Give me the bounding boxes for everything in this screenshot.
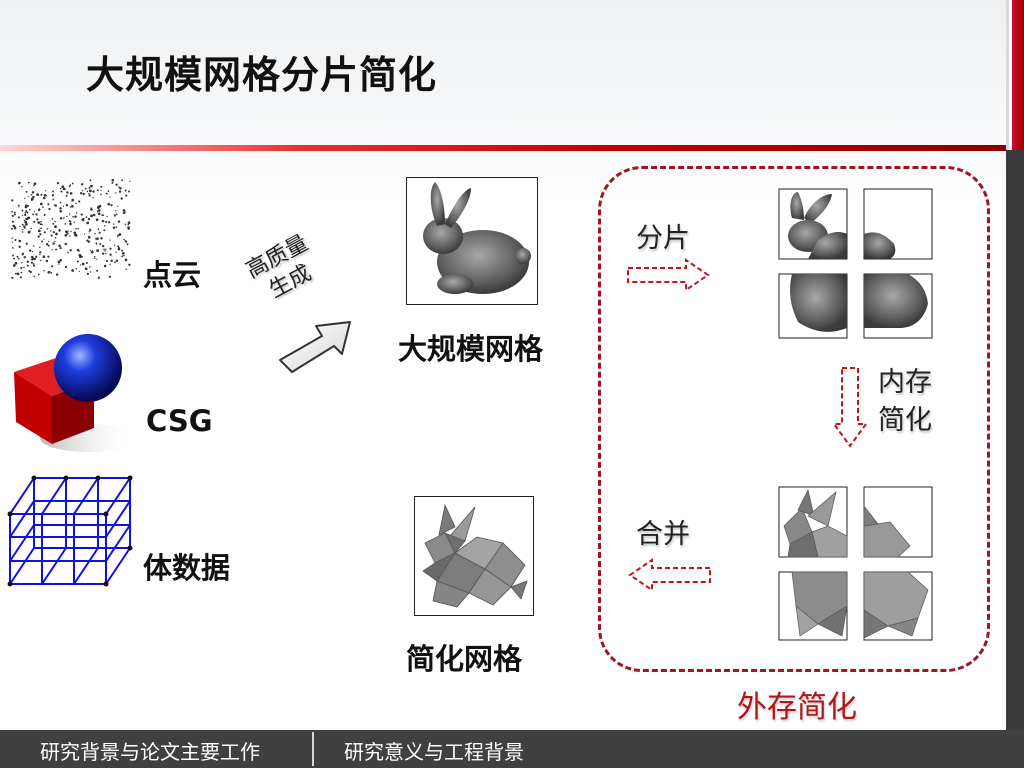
right-dark-bar [1006,150,1024,730]
generation-arrow-icon [279,321,351,373]
title-divider [0,145,1006,151]
csg-image [14,334,136,452]
slide-title: 大规模网格分片简化 [86,53,438,97]
merge-label: 合并 [636,519,690,550]
simplified-mesh-frame [414,496,534,616]
external-memory-box [598,166,990,672]
volume-grid-image [7,475,133,587]
in-memory-simplify-label: 内存 简化 [878,364,932,440]
footer-bar: 研究背景与论文主要工作 研究意义与工程背景 [0,730,1024,768]
volume-label: 体数据 [143,551,231,585]
memory-line2: 简化 [878,405,932,436]
low-poly-bunny-icon [422,503,528,608]
memory-line1: 内存 [878,367,932,398]
split-tiles [778,188,933,339]
large-mesh-label: 大规模网格 [398,332,544,366]
split-arrow-icon [627,258,710,292]
memory-down-arrow-icon [832,367,868,448]
merge-arrow-icon [628,558,711,592]
point-cloud-image [11,178,131,279]
csg-label: CSG [146,404,213,438]
split-label: 分片 [636,223,690,254]
point-cloud-label: 点云 [143,258,202,292]
bunny-icon [423,182,531,294]
simplified-tiles [778,486,933,641]
large-mesh-frame [406,177,538,305]
footer-nav-significance[interactable]: 研究意义与工程背景 [344,740,524,764]
footer-nav-research-background[interactable]: 研究背景与论文主要工作 [40,740,260,764]
simplified-mesh-label: 简化网格 [406,642,523,676]
footer-separator [312,732,314,766]
external-memory-caption: 外存简化 [737,690,857,725]
